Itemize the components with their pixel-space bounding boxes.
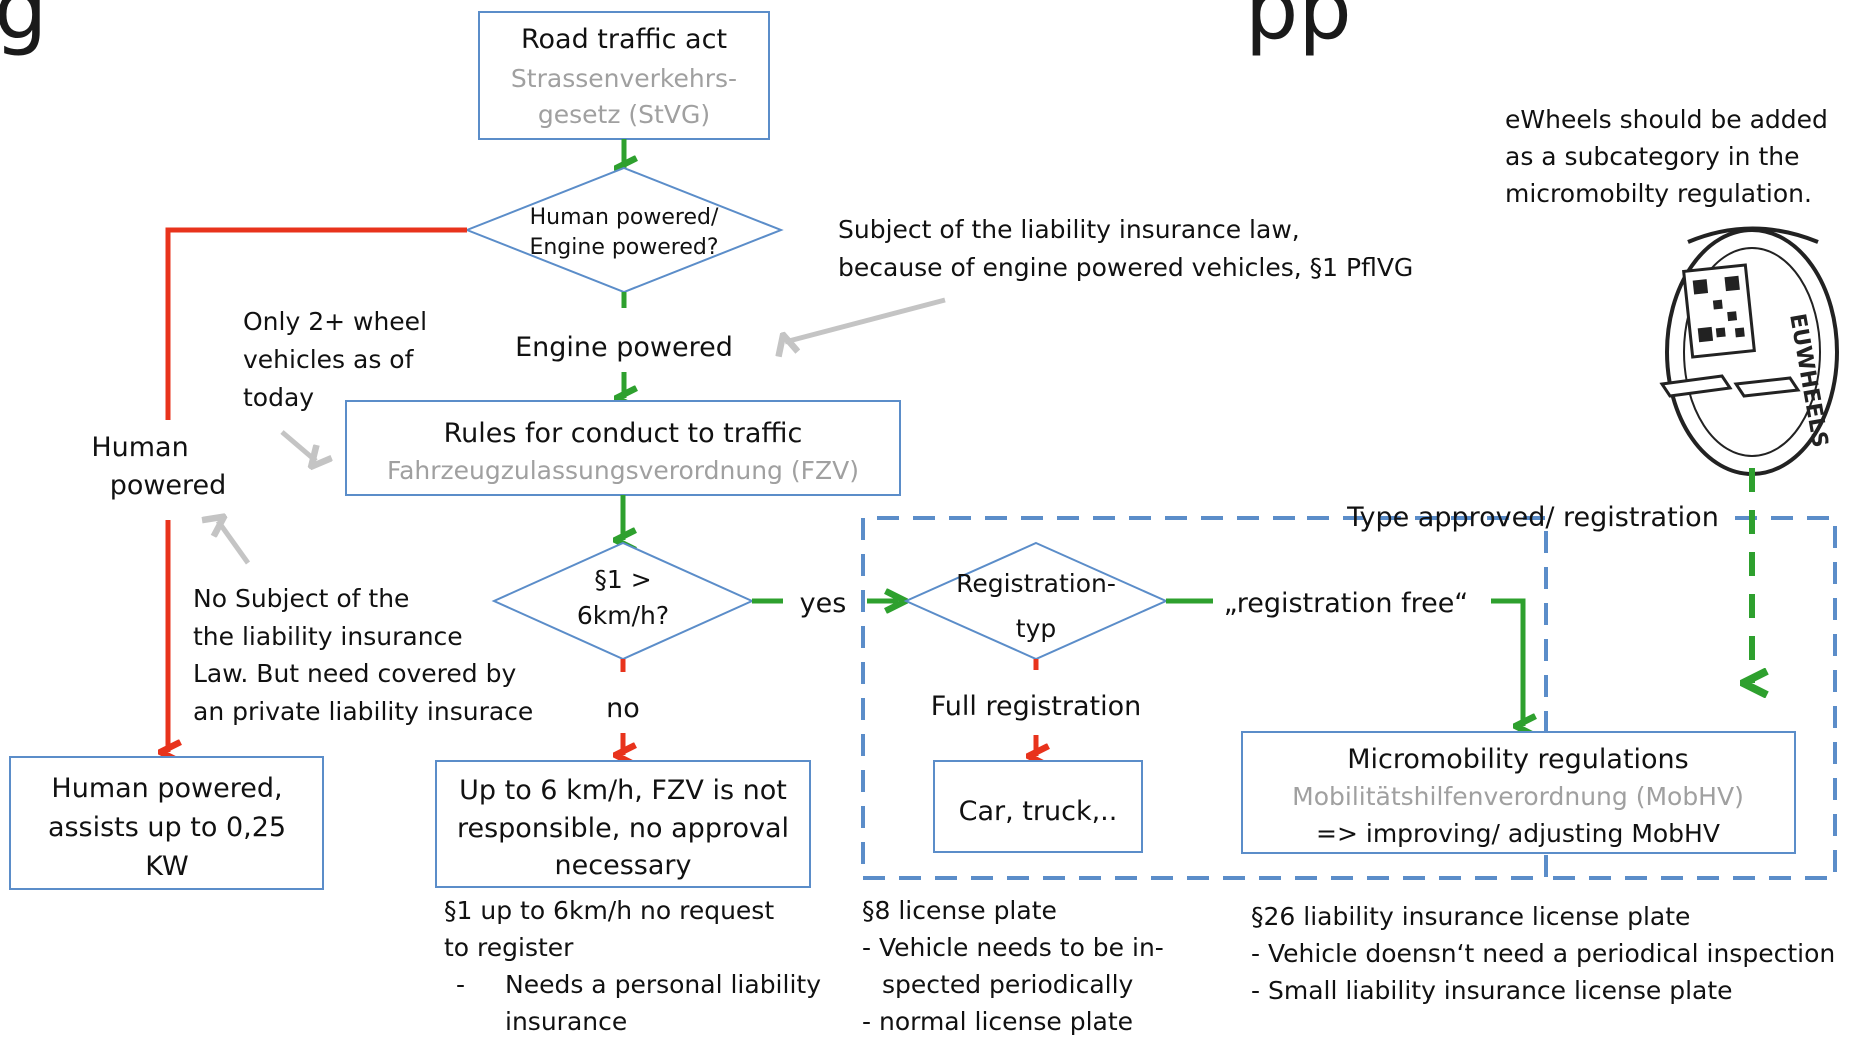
road-traffic-act-sub2: gesetz (StVG)	[538, 100, 710, 129]
human-powered-box-line2: assists up to 0,25	[48, 812, 286, 843]
no-subject-note-line4: an private liability insurace	[193, 697, 533, 726]
registration-free-label: „registration free“	[1224, 588, 1469, 619]
foot-pedal-right	[1733, 376, 1801, 398]
liability-engine-note-line2: because of engine powered vehicles, §1 P…	[838, 253, 1413, 282]
par1-note-bullet: -	[456, 970, 465, 999]
par1-note-line4: insurance	[505, 1007, 627, 1036]
registration-decision-line1: Registration-	[956, 569, 1116, 598]
ewheels-note-line2: as a subcategory in the	[1505, 142, 1800, 171]
micromobility-line3: => improving/ adjusting MobHV	[1316, 819, 1720, 848]
ewheels-note-line3: micromobilty regulation.	[1505, 179, 1812, 208]
par26-note-line1: §26 liability insurance license plate	[1251, 902, 1690, 931]
road-traffic-act-sub1: Strassenverkehrs-	[511, 64, 737, 93]
par8-note-line3: spected periodically	[882, 970, 1134, 999]
type-approved-label: Type approved/ registration	[1346, 502, 1719, 533]
human-powered-box	[9, 756, 324, 890]
par8-note-line2: - Vehicle needs to be in-	[862, 933, 1164, 962]
arrow-free-to-micromobility	[1491, 598, 1523, 726]
rules-conduct-sub: Fahrzeugzulassungsverordnung (FZV)	[387, 456, 859, 485]
par1-note-line1: §1 up to 6km/h no request	[444, 896, 774, 925]
registration-decision-line2: typ	[1016, 614, 1056, 643]
human-powered-label-line2: powered	[110, 470, 227, 501]
qr-dot-4	[1734, 327, 1745, 338]
micromobility-box	[1241, 731, 1796, 854]
qr-dot-2	[1727, 311, 1738, 322]
par1-note-line2: to register	[444, 933, 574, 962]
up-to-6-box	[435, 760, 811, 888]
powered-decision-line2: Engine powered?	[529, 235, 718, 260]
qr-code-icon	[1682, 263, 1756, 359]
up-to-6-line1: Up to 6 km/h, FZV is not	[459, 775, 787, 806]
par8-note-line4: - normal license plate	[862, 1007, 1133, 1036]
speed-decision-line1: §1 >	[594, 565, 651, 594]
par1-note-line3: Needs a personal liability	[505, 970, 821, 999]
human-powered-label-line1: Human	[91, 432, 188, 463]
foot-pedal-left	[1659, 374, 1733, 398]
par26-note-line2: - Vehicle doensn‘t need a periodical ins…	[1251, 939, 1835, 968]
rules-conduct-title: Rules for conduct to traffic	[444, 418, 803, 449]
no-subject-note-line1: No Subject of the	[193, 584, 409, 613]
rules-conduct-box	[345, 400, 901, 496]
no-label: no	[606, 693, 640, 724]
up-to-6-line3: necessary	[555, 850, 692, 881]
liability-engine-note-line1: Subject of the liability insurance law,	[838, 215, 1300, 244]
road-traffic-act-title: Road traffic act	[521, 24, 727, 55]
par8-note-line1: §8 license plate	[862, 896, 1057, 925]
ewheels-note-line1: eWheels should be added	[1505, 105, 1828, 134]
human-powered-box-line1: Human powered,	[51, 773, 282, 804]
red-path-human-upper	[165, 227, 467, 420]
car-truck-text: Car, truck,..	[959, 796, 1118, 827]
wheel-handle	[1687, 226, 1819, 244]
full-registration-label: Full registration	[931, 691, 1142, 722]
engine-powered-label: Engine powered	[515, 332, 733, 363]
qr-corner-2	[1724, 275, 1740, 292]
qr-corner-3	[1697, 326, 1714, 343]
grey-arrow-no-subject	[218, 521, 251, 565]
registration-dashed-border-left	[861, 516, 1548, 880]
qr-dot-1	[1712, 299, 1723, 310]
registration-dashed-border-right	[1546, 516, 1837, 880]
two-wheel-note-line1: Only 2+ wheel	[243, 307, 427, 336]
micromobility-sub: Mobilitätshilfenverordnung (MobHV)	[1292, 782, 1744, 811]
two-wheel-note-line3: today	[243, 383, 314, 412]
wheel-inner	[1683, 247, 1821, 457]
qr-corner-1	[1692, 279, 1709, 295]
human-powered-box-line3: KW	[145, 851, 188, 882]
powered-decision-line1: Human powered/	[530, 205, 719, 230]
powered-decision-diamond	[464, 166, 784, 294]
par26-note-line3: - Small liability insurance license plat…	[1251, 976, 1733, 1005]
no-subject-note-line2: the liability insurance	[193, 622, 463, 651]
qr-dot-3	[1715, 327, 1726, 338]
car-truck-box	[933, 760, 1143, 853]
grey-arrow-two-wheel	[280, 430, 316, 461]
heading-fragment-left: g	[0, 0, 47, 58]
up-to-6-line2: responsible, no approval	[457, 813, 789, 844]
micromobility-title: Micromobility regulations	[1347, 744, 1688, 775]
heading-fragment-right: pp	[1245, 0, 1352, 58]
speed-decision-line2: 6km/h?	[577, 601, 669, 630]
grey-arrow-liability	[785, 297, 946, 342]
no-subject-note-line3: Law. But need covered by	[193, 659, 516, 688]
two-wheel-note-line2: vehicles as of	[243, 345, 415, 374]
ewheel-illustration: EUWHEELS	[1659, 226, 1839, 476]
yes-label: yes	[800, 588, 847, 619]
